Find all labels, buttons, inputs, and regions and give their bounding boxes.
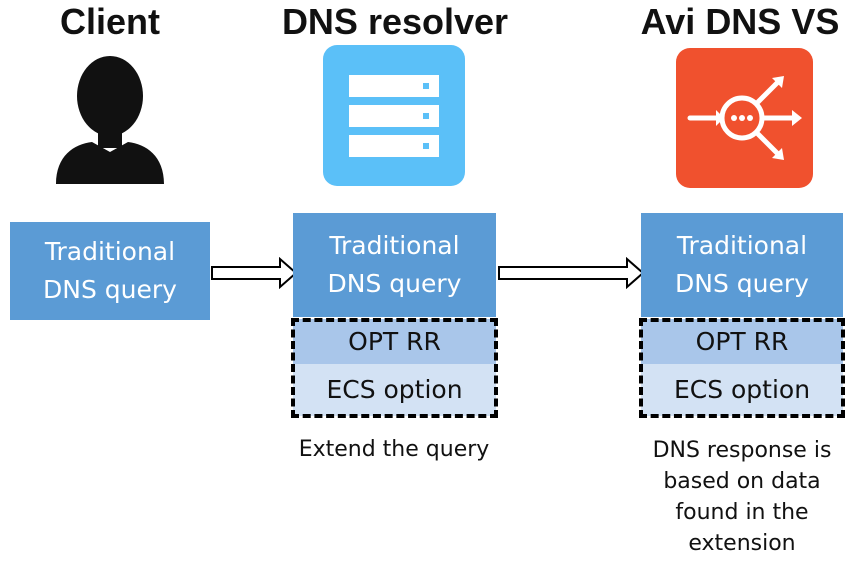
avi-opt-label: OPT RR [695, 326, 789, 356]
avi-ecs-option: ECS option [641, 364, 843, 416]
arrow-right-icon [210, 257, 298, 289]
network-scan-icon [676, 48, 813, 188]
avi-extension-border [639, 318, 845, 418]
server-stack-icon [323, 45, 465, 186]
avi-query-box: Traditional DNS query [641, 213, 843, 317]
client-query-line1: Traditional [44, 237, 176, 266]
resolver-query-line2: DNS query [327, 269, 462, 298]
avi-caption-line-1: DNS response is [652, 438, 832, 463]
client-query-line2: DNS query [43, 275, 177, 304]
resolver-extension-border [291, 318, 498, 418]
avi-caption-line-3: found in the [675, 500, 809, 525]
arrow-right-icon [497, 257, 645, 289]
dns-resolver-title: DNS resolver [281, 1, 509, 42]
avi-dns-vs-title: Avi DNS VS [640, 1, 840, 42]
resolver-ecs-label: ECS option [326, 375, 463, 404]
client-query-box: Traditional DNS query [10, 222, 210, 320]
avi-opt-rr: OPT RR [641, 319, 843, 364]
avi-query-line1: Traditional [676, 231, 808, 260]
resolver-query-box: Traditional DNS query [293, 213, 496, 317]
resolver-query-line1: Traditional [329, 231, 460, 260]
resolver-ecs-option: ECS option [293, 364, 496, 416]
resolver-opt-label: OPT RR [348, 326, 441, 356]
avi-caption: DNS response is based on data found in t… [626, 435, 854, 559]
resolver-opt-rr: OPT RR [293, 319, 496, 364]
person-icon [52, 52, 168, 184]
avi-caption-line-4: extension [688, 531, 796, 556]
avi-ecs-label: ECS option [673, 375, 811, 404]
avi-query-line2: DNS query [675, 269, 809, 298]
avi-caption-line-2: based on data [663, 469, 821, 494]
client-title: Client [59, 1, 160, 42]
resolver-caption: Extend the query [298, 437, 490, 462]
